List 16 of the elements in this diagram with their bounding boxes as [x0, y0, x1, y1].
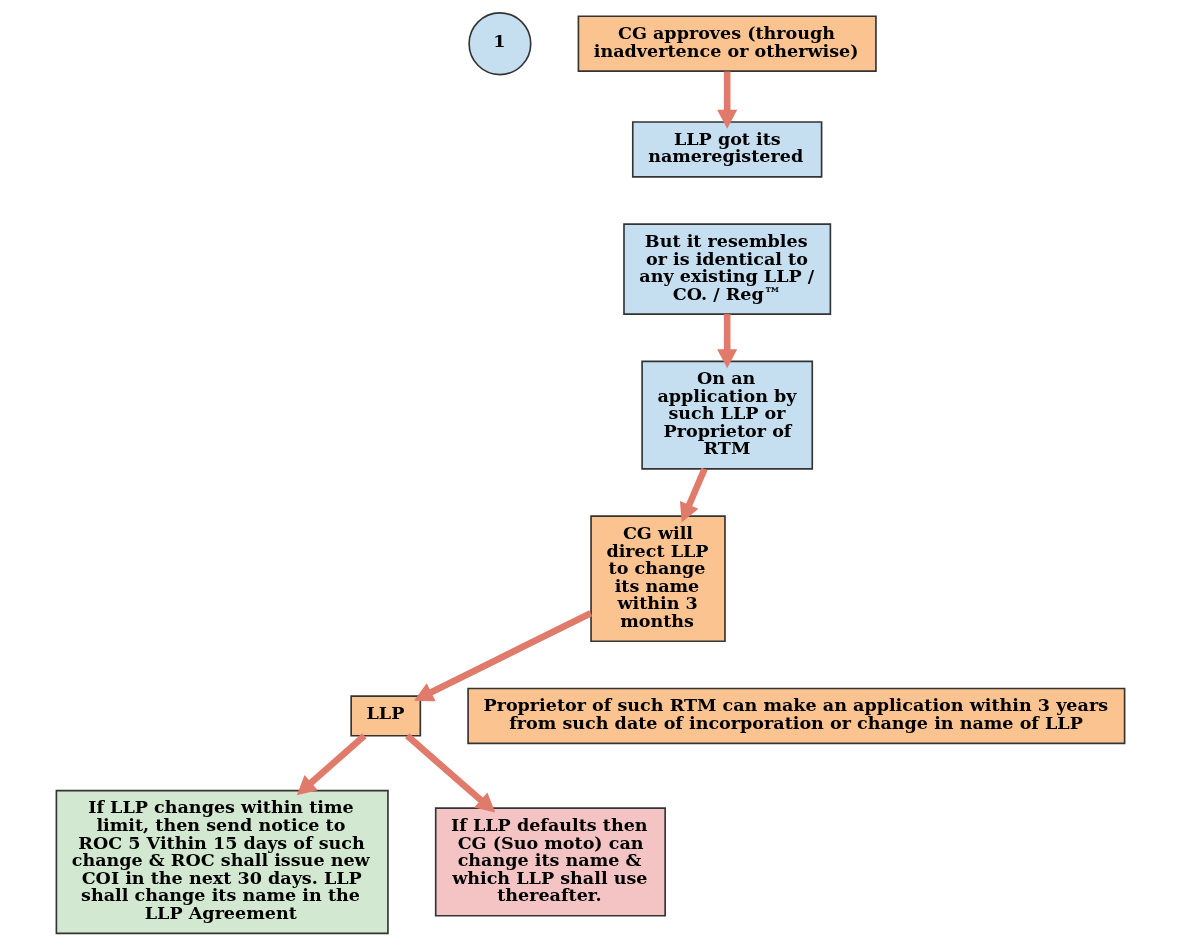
arrow [405, 733, 496, 813]
arrow [414, 610, 593, 702]
node-box: LLP got its nameregistered [631, 121, 823, 178]
arrow [296, 733, 367, 796]
node-box: But it resembles or is identical to any existing LLP / CO. / Reg™ [623, 223, 832, 315]
node-box: CG approves (through inadvertence or otherwise) [577, 15, 877, 72]
node-box: Proprietor of such RTM can make an application within 3 years from such date of incorporation or change in name of LLP [467, 687, 1126, 745]
node-box: If LLP changes within time limit, then send notice to ROC 5 Vithin 15 days of such change & ROC shall issue new COI in the next 30 days. LLP shall change its name in the LLP Agreement [55, 789, 389, 935]
node-box: If LLP defaults then CG (Suo moto) can change its name & which LLP shall use thereafter. [434, 807, 666, 917]
arrow [717, 314, 738, 369]
arrow [679, 467, 708, 523]
node-box: LLP [350, 695, 422, 737]
node-box: On an application by such LLP or Proprietor of RTM [641, 360, 814, 470]
arrow [717, 71, 738, 129]
node-box: CG will direct LLP to change its name within 3 months [590, 515, 726, 643]
node-circle: 1 [468, 12, 532, 76]
